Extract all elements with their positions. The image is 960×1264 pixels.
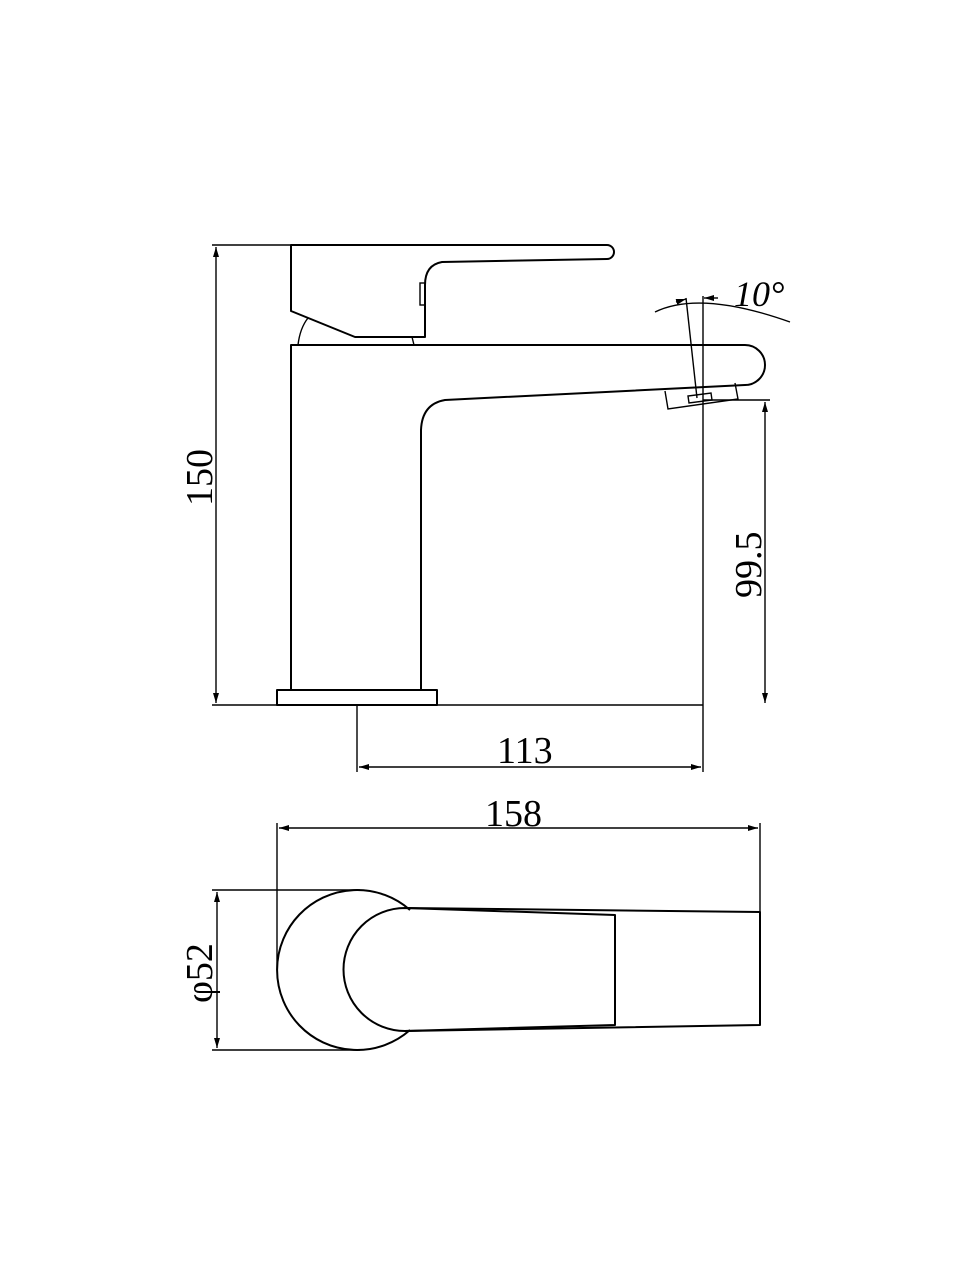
spout-axis-tilted xyxy=(685,297,698,399)
lever-detail xyxy=(419,282,426,306)
body-top-outline xyxy=(404,907,761,1032)
side-view: 10° 150 99.5 113 xyxy=(179,244,791,772)
dim-label-length: 158 xyxy=(485,793,542,835)
faucet-body xyxy=(290,344,766,690)
dim-label-height: 150 xyxy=(179,449,221,506)
cartridge-dome xyxy=(297,317,415,346)
lever-top-outline xyxy=(342,907,616,1032)
angle-arrow-left xyxy=(675,298,687,305)
angle-label: 10° xyxy=(734,274,784,314)
dim-label-reach: 113 xyxy=(497,730,553,772)
angle-arc xyxy=(654,302,791,323)
base-plate xyxy=(276,689,438,706)
lever-handle xyxy=(290,244,615,338)
dim-label-spout-height: 99.5 xyxy=(728,532,770,599)
top-view: 158 φ52 xyxy=(179,793,761,1051)
dim-label-diameter: φ52 xyxy=(179,943,221,1003)
